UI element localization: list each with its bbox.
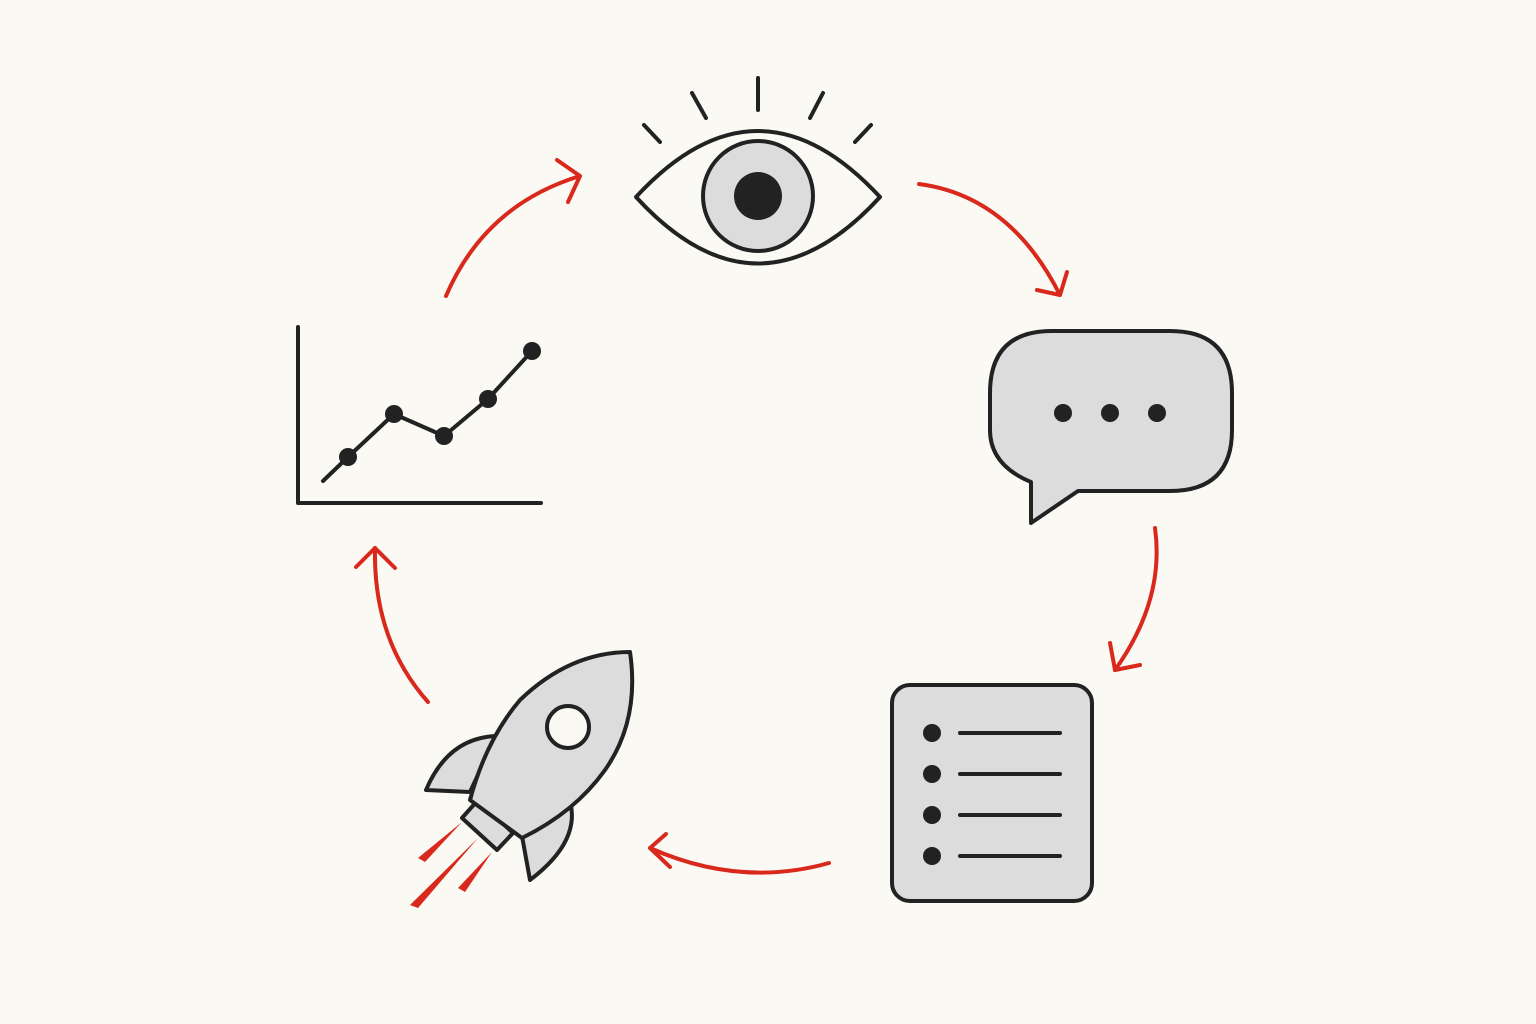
chart-point [339, 448, 357, 466]
typing-dot [1054, 404, 1072, 422]
arrow-observe-to-discuss [917, 182, 1069, 297]
line-chart-icon [296, 325, 543, 505]
rocket-icon [410, 650, 635, 908]
rocket-fin [520, 796, 574, 882]
typing-dot [1148, 404, 1166, 422]
list-row [923, 847, 1062, 865]
chart-point [523, 342, 541, 360]
eye-icon [634, 76, 882, 266]
list-row [923, 806, 1062, 824]
eye-pupil [734, 172, 782, 220]
eye-lashes [642, 76, 873, 144]
arrow-plan-to-launch [648, 832, 831, 875]
arrow-launch-to-measure [354, 546, 430, 704]
list-row [923, 765, 1062, 783]
rocket-window [545, 704, 591, 750]
arrow-measure-to-observe [444, 158, 582, 298]
chart-point [479, 390, 497, 408]
typing-dot [1101, 404, 1119, 422]
arrow-discuss-to-plan [1108, 526, 1159, 672]
eye-outline [634, 129, 882, 266]
chart-point [385, 405, 403, 423]
speech-bubble-icon [988, 329, 1234, 525]
rocket-fin [424, 734, 498, 794]
rocket-body [468, 650, 635, 840]
list-row [923, 724, 1062, 742]
checklist-icon [890, 683, 1094, 903]
chart-point [435, 427, 453, 445]
rocket-flames [410, 822, 492, 908]
